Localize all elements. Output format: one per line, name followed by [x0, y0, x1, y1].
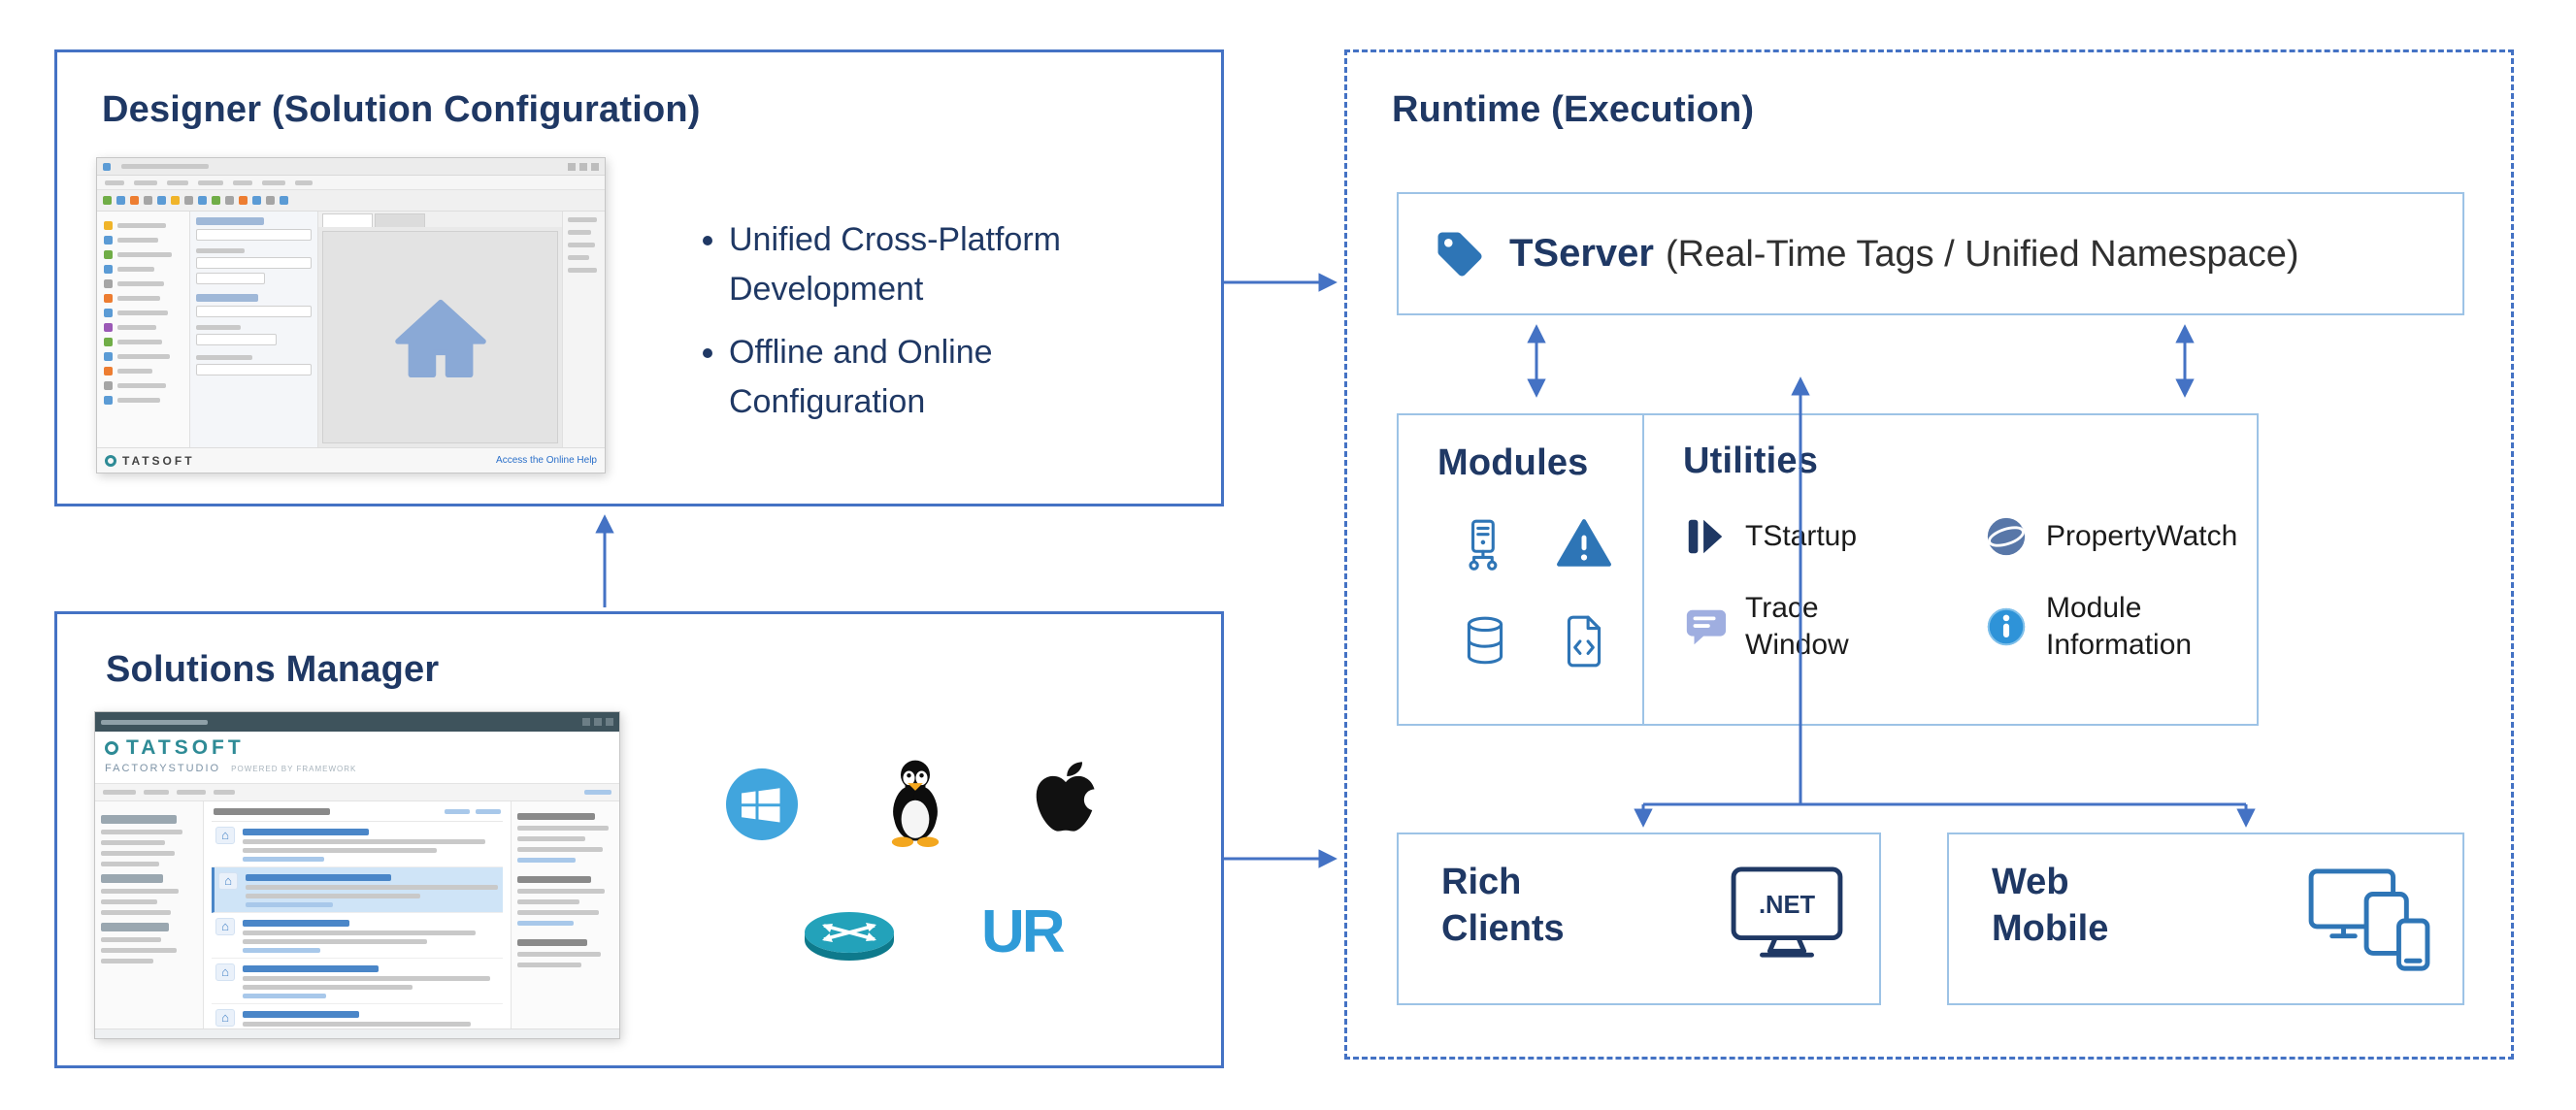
- designer-shot-property-panel: [190, 212, 318, 447]
- rich-clients-box: Rich Clients .NET: [1397, 832, 1881, 1005]
- modules-title: Modules: [1437, 442, 1589, 483]
- device-hub-icon: [1469, 519, 1498, 571]
- home-icon: [394, 299, 486, 377]
- tag-icon: [1437, 232, 1482, 276]
- tstartup-icon: [1688, 519, 1723, 554]
- designer-shot-canvas: [322, 231, 558, 443]
- dotnet-badge: .NET: [1759, 892, 1816, 919]
- runtime-panel: Runtime (Execution) TServer (Real-Time Ta…: [1344, 49, 2514, 1060]
- database-icon: [1467, 616, 1503, 665]
- tserver-box: TServer (Real-Time Tags / Unified Namespa…: [1397, 192, 2464, 315]
- utility-label: PropertyWatch: [2046, 520, 2238, 553]
- sm-shot-list: ⌂ ⌂ ⌂ ⌂ ⌂: [204, 801, 511, 1035]
- list-row: ⌂: [212, 913, 503, 959]
- solution-icon: ⌂: [215, 1009, 235, 1027]
- designer-panel: Designer (Solution Configuration): [54, 49, 1224, 506]
- utility-tstartup: TStartup: [1683, 514, 1974, 559]
- utility-module-information: Module Information: [1984, 590, 2226, 663]
- online-help-link: Access the Online Help: [496, 455, 597, 466]
- utilities-grid: TStartup PropertyWatch: [1683, 514, 2238, 663]
- tserver-desc: (Real-Time Tags / Unified Namespace): [1665, 234, 2299, 275]
- code-file-icon: [1567, 615, 1602, 668]
- utility-label: Module Information: [2046, 592, 2193, 661]
- utilities-title: Utilities: [1683, 441, 1819, 481]
- window-controls-icon: [582, 718, 613, 726]
- designer-shot-toolbar: [97, 190, 605, 212]
- apple-icon: [1028, 760, 1104, 847]
- designer-shot-menubar: [97, 176, 605, 190]
- alert-triangle-icon: [1557, 519, 1611, 567]
- tatsoft-logo: TATSOFT: [105, 454, 195, 468]
- utility-trace-window: Trace Window: [1683, 590, 1974, 663]
- designer-shot-footer: TATSOFT Access the Online Help: [97, 447, 605, 473]
- designer-shot-nav-tree: [97, 212, 190, 447]
- sm-shot-statusbar: [95, 1028, 619, 1038]
- utility-propertywatch: PropertyWatch: [1984, 514, 2238, 559]
- tatsoft-ring-icon: [105, 741, 118, 755]
- designer-shot-side-panel: [562, 212, 605, 447]
- sm-shot-titlebar: [95, 712, 619, 732]
- router-icon: [801, 899, 898, 965]
- bullet-item: Unified Cross-Platform Development: [729, 215, 1142, 314]
- utility-label: Trace Window: [1745, 592, 1849, 661]
- list-row: ⌂: [212, 822, 503, 867]
- feature-bullets: Unified Cross-Platform Development Offli…: [686, 215, 1142, 441]
- web-mobile-title: Web Mobile: [1992, 862, 2109, 949]
- list-row-selected: ⌂: [212, 867, 503, 913]
- designer-screenshot: TATSOFT Access the Online Help: [96, 157, 606, 473]
- solutions-manager-title: Solutions Manager: [106, 649, 440, 690]
- tserver-label: TServer (Real-Time Tags / Unified Namespa…: [1509, 232, 2299, 276]
- window-controls-icon: [568, 162, 599, 171]
- tatsoft-brand-text: TATSOFT: [126, 736, 245, 759]
- sm-shot-nav: [95, 801, 204, 1028]
- solution-icon: ⌂: [215, 918, 235, 935]
- universal-robots-icon: UR: [981, 898, 1066, 965]
- bullet-item: Offline and Online Configuration: [729, 328, 1142, 427]
- factorystudio-label: FACTORYSTUDIO POWERED BY FRAMEWORK: [105, 763, 357, 774]
- solution-icon: ⌂: [218, 872, 238, 890]
- runtime-title: Runtime (Execution): [1392, 89, 1755, 130]
- tatsoft-brand-text: TATSOFT: [122, 453, 195, 468]
- sm-shot-toolbar: [95, 784, 619, 801]
- list-row: ⌂: [212, 959, 503, 1004]
- tserver-name: TServer: [1509, 232, 1654, 275]
- solution-icon: ⌂: [215, 963, 235, 981]
- propertywatch-icon: [1987, 517, 2028, 556]
- solutions-manager-panel: Solutions Manager TATSOFT FACTORYSTUDIO …: [54, 611, 1224, 1068]
- tatsoft-logo: TATSOFT: [105, 736, 610, 760]
- linux-icon: [875, 756, 956, 847]
- solutions-manager-screenshot: TATSOFT FACTORYSTUDIO POWERED BY FRAMEWO…: [94, 711, 620, 1039]
- sm-shot-header: TATSOFT FACTORYSTUDIO POWERED BY FRAMEWO…: [95, 732, 619, 784]
- designer-shot-titlebar: [97, 158, 605, 176]
- web-mobile-box: Web Mobile: [1947, 832, 2464, 1005]
- utilities-box: Utilities TStartup PropertyWatch: [1642, 413, 2259, 726]
- designer-shot-tabs: [318, 212, 562, 227]
- rich-clients-title: Rich Clients: [1441, 862, 1565, 949]
- tatsoft-ring-icon: [105, 454, 116, 467]
- utility-label: TStartup: [1745, 520, 1858, 553]
- sm-shot-info-panel: [511, 801, 619, 1028]
- dotnet-monitor-icon: .NET: [1731, 866, 1843, 958]
- designer-title: Designer (Solution Configuration): [102, 89, 701, 130]
- solution-icon: ⌂: [215, 827, 235, 844]
- sm-list-header: [212, 805, 503, 822]
- devices-icon: [2308, 868, 2430, 971]
- module-information-icon: [1987, 607, 2026, 645]
- trace-window-icon: [1686, 609, 1727, 644]
- windows-icon: [725, 767, 799, 841]
